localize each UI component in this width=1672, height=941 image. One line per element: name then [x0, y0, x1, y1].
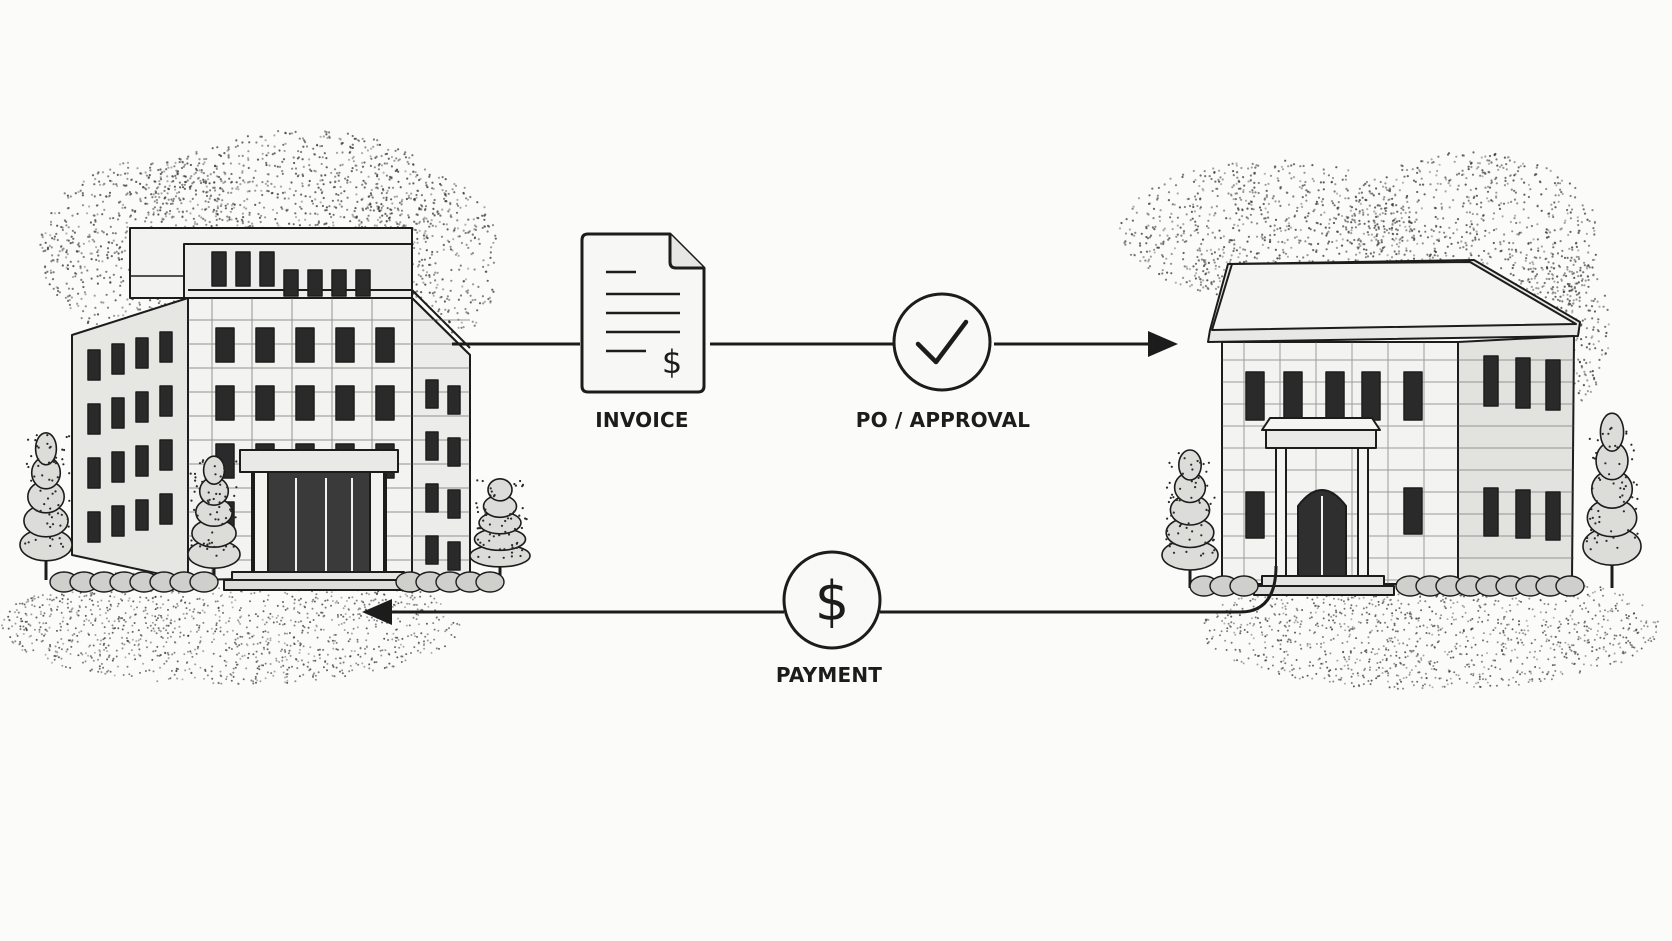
invoice-dollar-symbol: $: [662, 343, 682, 381]
dollar-circle-icon: $: [782, 550, 882, 650]
invoice-label: INVOICE: [595, 408, 689, 432]
right-bank-building: [1207, 259, 1581, 596]
tree: [1161, 449, 1219, 588]
tree: [469, 477, 531, 580]
bottom-flow-arrow: [362, 565, 1278, 625]
checkmark-circle-icon: [892, 292, 992, 392]
invoice-document-icon: $: [580, 232, 706, 394]
tree: [187, 455, 241, 585]
right-trees: [1161, 412, 1642, 597]
tree: [19, 431, 73, 580]
po-approval-label: PO / APPROVAL: [855, 408, 1031, 432]
left-office-building: [71, 227, 471, 591]
payment-dollar-symbol: $: [815, 570, 849, 633]
payment-label: PAYMENT: [775, 663, 883, 687]
left-trees: [19, 431, 531, 593]
tree: [1582, 412, 1642, 588]
